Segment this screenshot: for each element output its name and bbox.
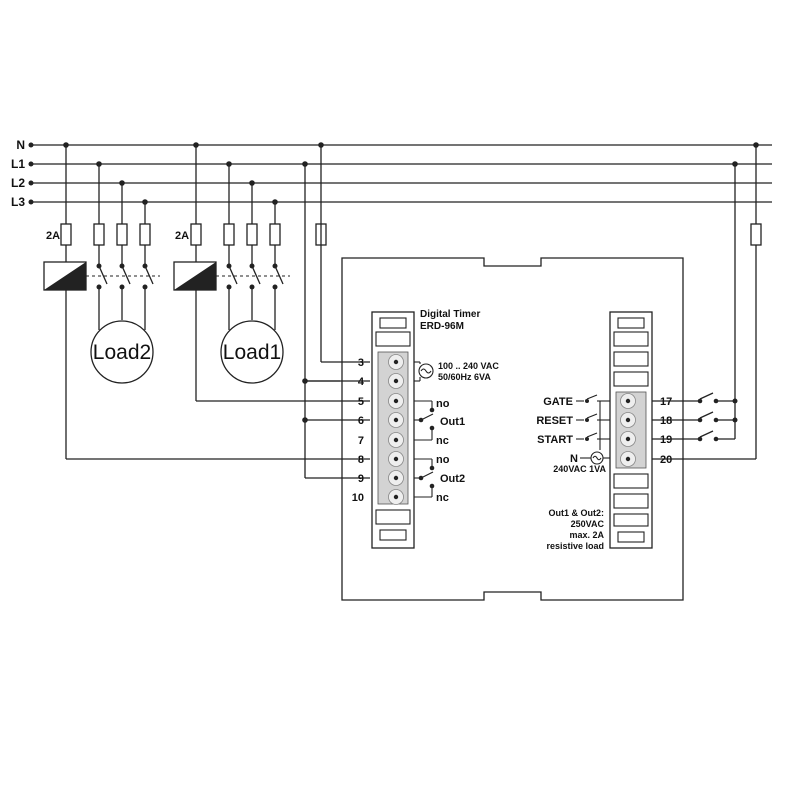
terminal-screw-dot xyxy=(393,417,399,423)
supply-freq-power: 50/60Hz 6VA xyxy=(438,372,491,382)
output-rating-line1: Out1 & Out2: xyxy=(549,508,605,518)
supply-voltage: 100 .. 240 VAC xyxy=(438,361,499,371)
right-terminal-block xyxy=(609,311,653,549)
out2-relay: no Out2 nc xyxy=(414,454,465,504)
coil-fill xyxy=(44,262,86,290)
input-start-label: START xyxy=(537,434,573,446)
fuse-icon xyxy=(269,223,281,246)
terminal-screw-dot xyxy=(393,494,399,500)
fuse-icon xyxy=(116,223,128,246)
supply-indicator: 100 .. 240 VAC 50/60Hz 6VA xyxy=(414,361,499,382)
terminal-screw-dot xyxy=(393,378,399,384)
terminal-label-5: 5 xyxy=(358,396,364,408)
load-label-right: Load1 xyxy=(223,341,281,364)
terminal-label-18: 18 xyxy=(660,415,672,427)
left-terminal-block xyxy=(371,311,415,549)
bus-label-n: N xyxy=(16,138,25,152)
terminal-screw-dot xyxy=(625,417,631,423)
right-terminals: 17 18 19 20 xyxy=(620,393,672,467)
fuse-icon xyxy=(246,223,258,246)
terminal-label-4: 4 xyxy=(358,376,365,388)
bus-label-l3: L3 xyxy=(11,195,25,209)
ac-source-icon xyxy=(418,363,434,379)
fuse-icon xyxy=(750,223,762,246)
device-model: ERD-96M xyxy=(420,321,464,332)
out1-nc-label: nc xyxy=(436,435,449,447)
terminal-label-3: 3 xyxy=(358,357,364,369)
bus-label-l1: L1 xyxy=(11,157,25,171)
out2-nc-label: nc xyxy=(436,492,449,504)
fuse-icon xyxy=(93,223,105,246)
terminal-screw-dot xyxy=(625,456,631,462)
out1-relay: no Out1 nc xyxy=(414,398,465,447)
terminal-screw-dot xyxy=(393,359,399,365)
fuse-icon xyxy=(315,223,327,246)
bus-label-l2: L2 xyxy=(11,176,25,190)
input-n-label: N xyxy=(570,453,578,465)
device-body: Digital Timer ERD-96M xyxy=(341,257,684,601)
fuse-icon xyxy=(223,223,235,246)
device-title: Digital Timer xyxy=(420,309,480,320)
input-reset-label: RESET xyxy=(536,415,573,427)
input-switches: GATE RESET START N 240VAC 1VA Out1 & Out… xyxy=(536,394,610,551)
terminal-label-9: 9 xyxy=(358,473,364,485)
out1-label: Out1 xyxy=(440,416,465,428)
motor-icon xyxy=(90,320,154,384)
contactor-group-load1: 2A Load1 xyxy=(173,142,290,401)
fuse-icon xyxy=(139,223,151,246)
output-rating-line4: resistive load xyxy=(546,541,604,551)
output-rating-line3: max. 2A xyxy=(569,530,604,540)
terminal-label-19: 19 xyxy=(660,434,672,446)
out2-no-label: no xyxy=(436,454,450,466)
left-terminals: 3 4 5 6 7 8 9 10 xyxy=(352,354,404,505)
out1-no-label: no xyxy=(436,398,450,410)
fuse-rating-left: 2A xyxy=(46,230,60,242)
terminal-screw-dot xyxy=(393,437,399,443)
fuse-rating-right: 2A xyxy=(175,230,189,242)
fuse-icon xyxy=(190,223,202,246)
terminal-label-6: 6 xyxy=(358,415,364,427)
terminal-label-20: 20 xyxy=(660,454,672,466)
supply-wires xyxy=(66,142,370,479)
fuse-icon xyxy=(60,223,72,246)
terminal-screw-dot xyxy=(393,456,399,462)
terminal-screw-dot xyxy=(393,475,399,481)
terminal-screw-dot xyxy=(393,398,399,404)
out2-label: Out2 xyxy=(440,473,465,485)
terminal-label-10: 10 xyxy=(352,492,364,504)
terminal-screw-dot xyxy=(625,398,631,404)
external-input-wiring xyxy=(652,142,762,460)
input-gate-label: GATE xyxy=(543,396,573,408)
coil-fill xyxy=(174,262,216,290)
bus-lines: N L1 L2 L3 xyxy=(11,138,772,209)
load-label-left: Load2 xyxy=(93,341,151,364)
motor-icon xyxy=(220,320,284,384)
terminal-label-8: 8 xyxy=(358,454,364,466)
output-rating-line2: 250VAC xyxy=(571,519,605,529)
input-rating: 240VAC 1VA xyxy=(553,464,606,474)
terminal-label-17: 17 xyxy=(660,396,672,408)
terminal-label-7: 7 xyxy=(358,435,364,447)
terminal-screw-dot xyxy=(625,436,631,442)
contactor-group-load2: 2A Load2 xyxy=(43,142,160,459)
